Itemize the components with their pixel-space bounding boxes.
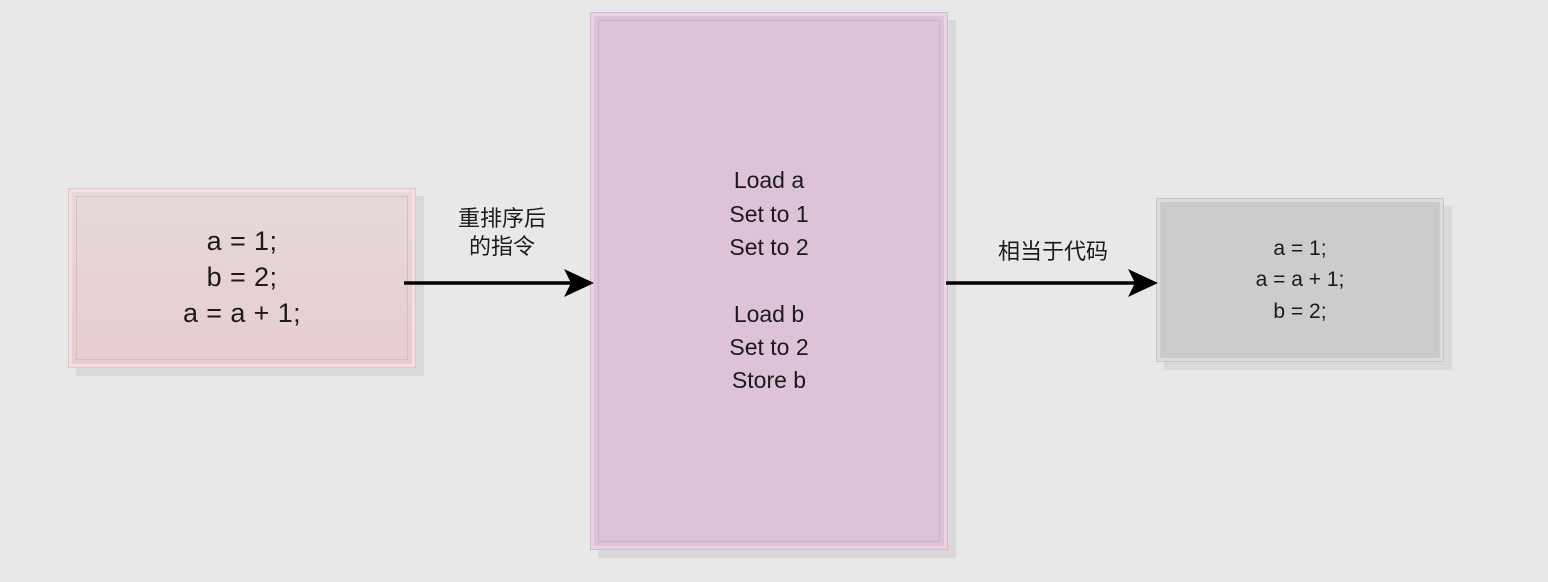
arrow-head-icon	[1128, 269, 1158, 297]
equivalent-code-box-fill: a = 1; a = a + 1; b = 2;	[1156, 198, 1444, 362]
reordered-instructions-box[interactable]: Load a Set to 1 Set to 2 Load b Set to 2…	[590, 12, 956, 558]
reordered-instructions-box-text: Load a Set to 1 Set to 2 Load b Set to 2…	[729, 167, 809, 394]
arrow-source-to-instructions	[404, 269, 594, 297]
source-code-box-fill: a = 1; b = 2; a = a + 1;	[68, 188, 416, 368]
equivalent-code-box-text: a = 1; a = a + 1; b = 2;	[1255, 236, 1345, 323]
arrow-instructions-to-equivalent-label: 相当于代码	[997, 239, 1108, 264]
equivalent-code-box[interactable]: a = 1; a = a + 1; b = 2;	[1156, 198, 1452, 370]
source-code-box-text: a = 1; b = 2; a = a + 1;	[182, 226, 302, 328]
arrow-source-to-instructions-label: 重排序后 的指令	[457, 206, 546, 260]
arrow-instructions-to-equivalent	[946, 269, 1158, 297]
source-code-box[interactable]: a = 1; b = 2; a = a + 1;	[68, 188, 424, 376]
reordered-instructions-box-fill: Load a Set to 1 Set to 2 Load b Set to 2…	[590, 12, 948, 550]
arrow-head-icon	[564, 269, 594, 297]
